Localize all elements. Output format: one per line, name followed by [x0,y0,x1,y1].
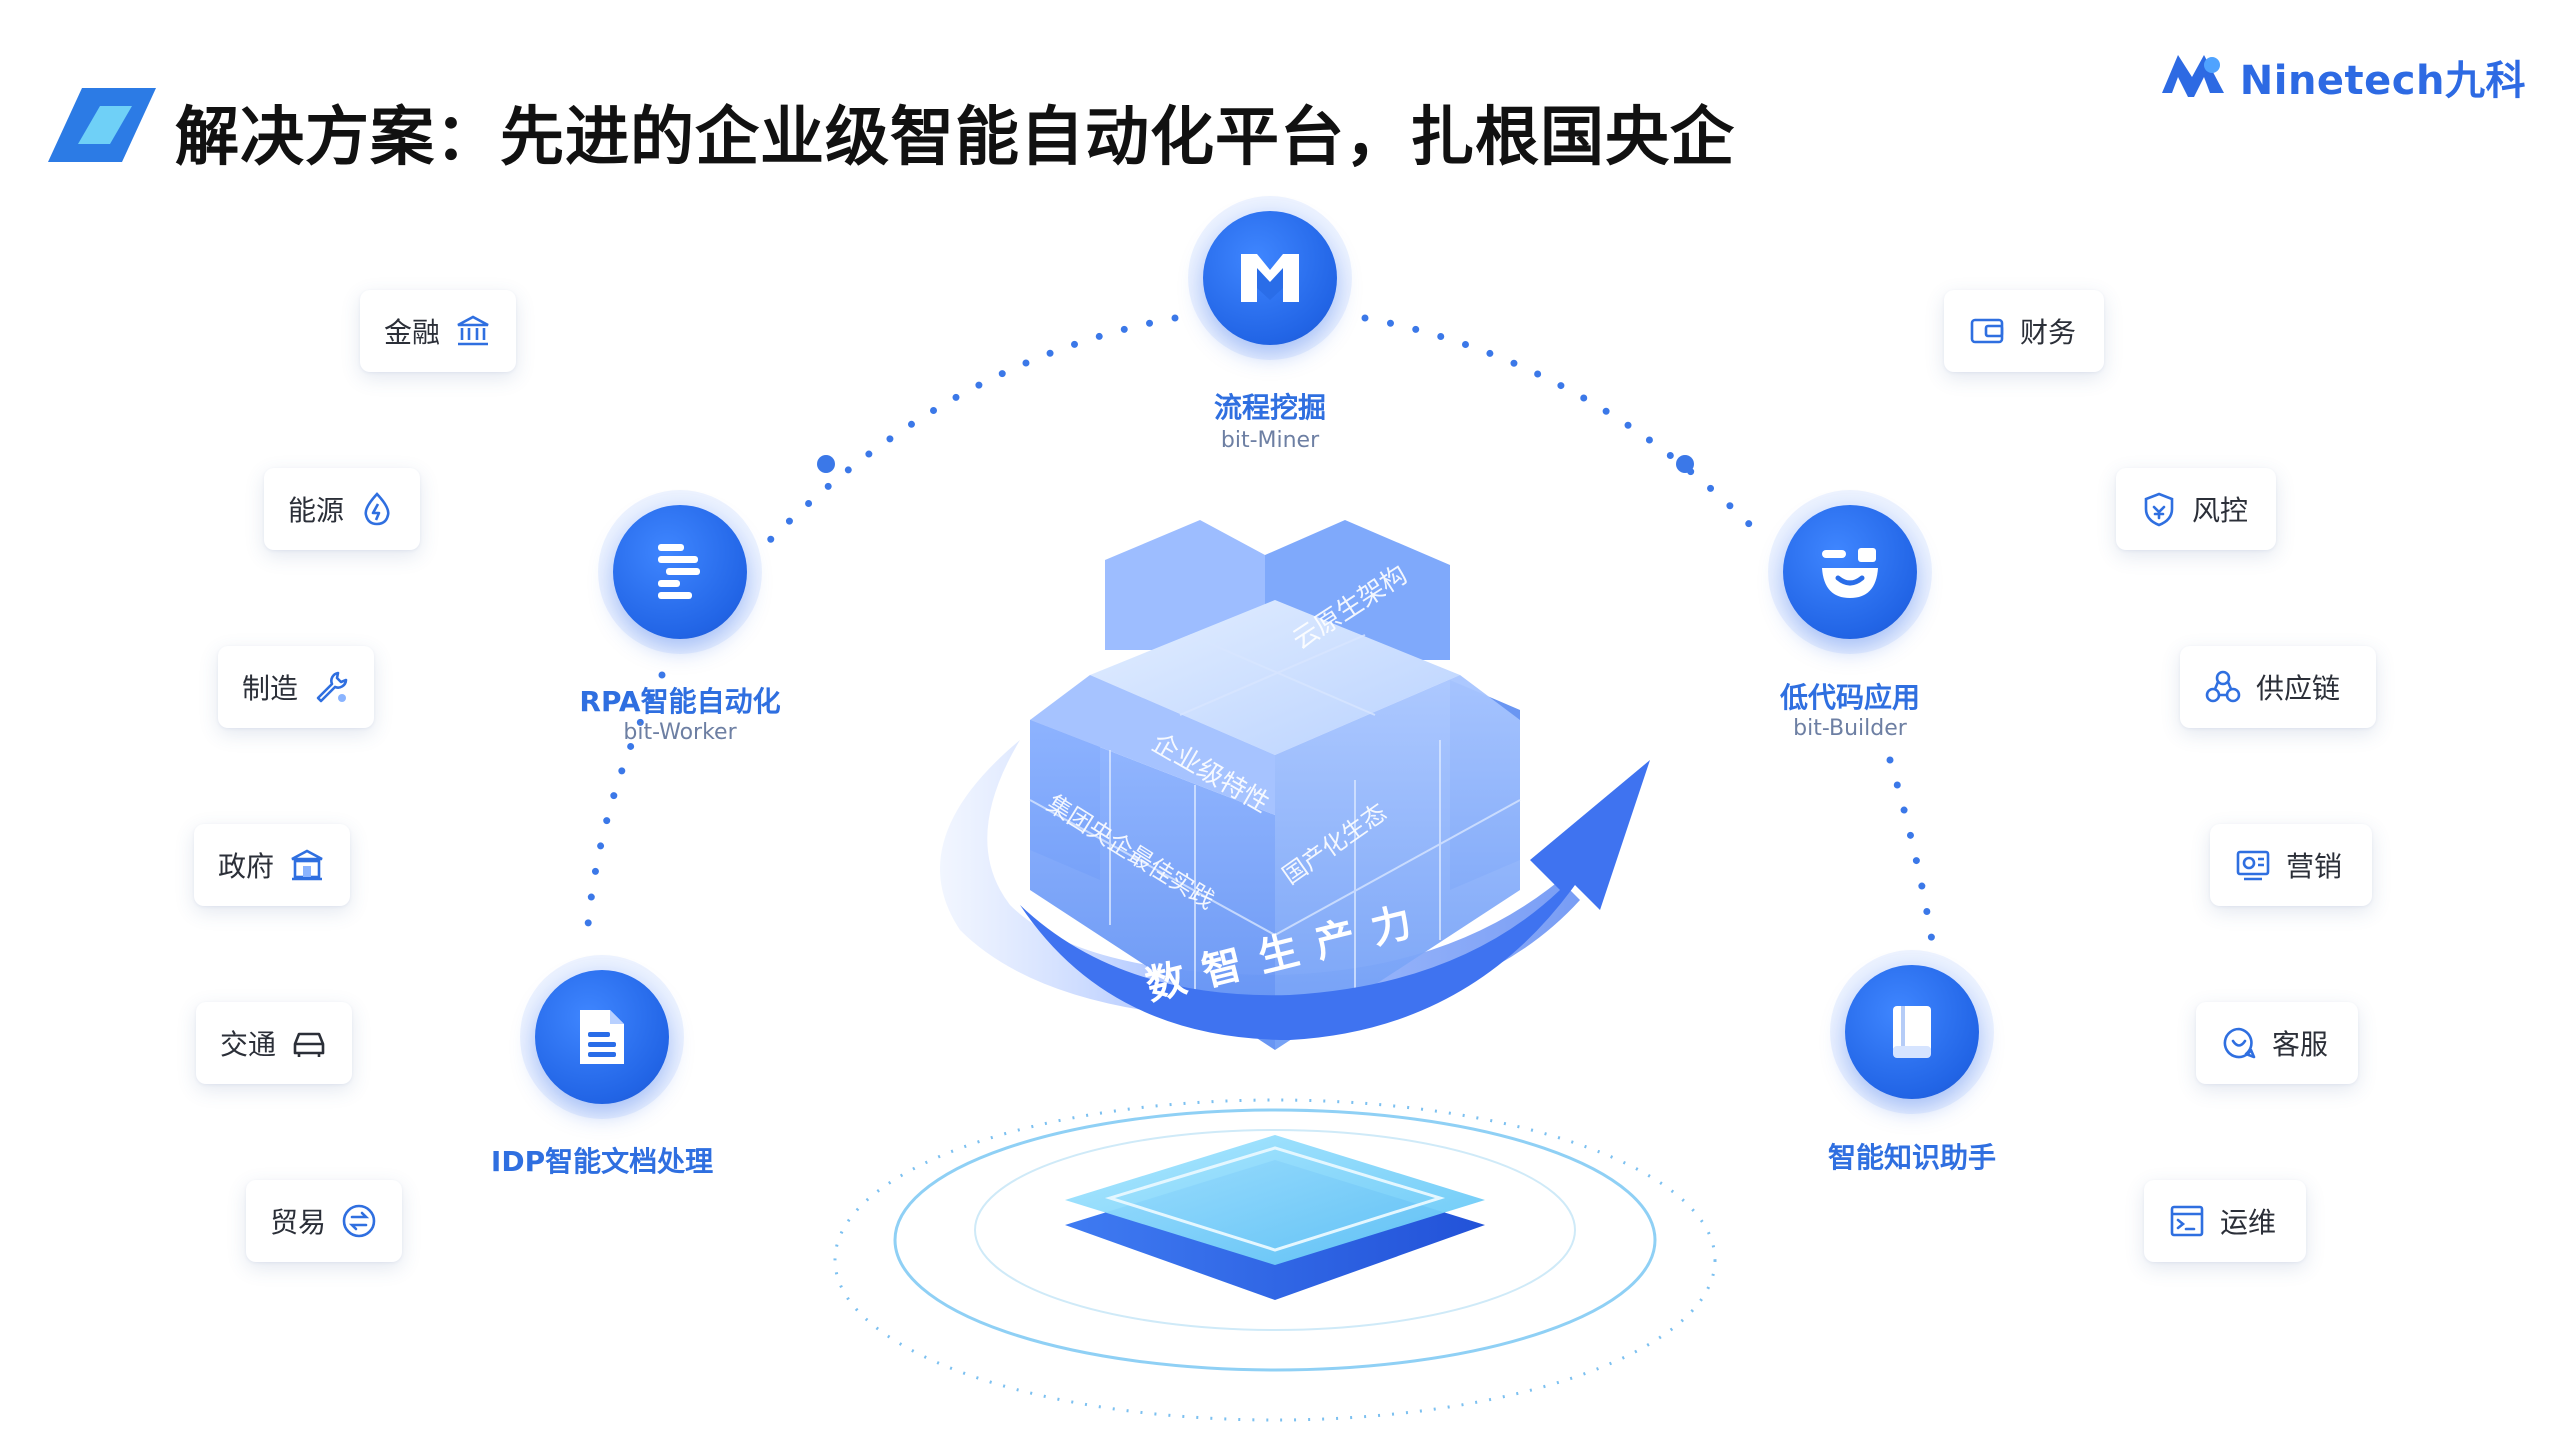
node-subtitle: bit-Worker [623,720,737,745]
connector-arc-right [1361,314,1939,964]
marketing-icon [2236,850,2270,881]
industry-card-manufacturing[interactable]: 制造 [218,646,374,728]
node-subtitle: bit-Miner [1220,428,1320,453]
industry-label: 贸易 [270,1206,327,1239]
industry-card-finance[interactable]: 金融 [360,290,516,372]
function-card-finance[interactable]: 财务 [1944,290,2104,372]
supply-chain-icon [2205,670,2241,703]
industry-card-trade[interactable]: 贸易 [246,1180,402,1262]
industry-card-transport[interactable]: 交通 [196,1002,352,1084]
government-building-icon [291,849,323,881]
exchange-icon [342,1204,376,1238]
base-platform [833,1098,1717,1422]
brand-logo: Ninetech九科 [2158,44,2526,110]
function-label: 客服 [2272,1028,2329,1061]
node-subtitle: bit-Builder [1793,716,1907,741]
ninetech-logo-icon [2161,55,2224,97]
connector-dot-left [817,455,835,473]
industry-label: 能源 [288,494,345,527]
function-card-risk-control[interactable]: 风控 [2116,468,2276,550]
document-icon [535,970,669,1104]
page-title: 解决方案：先进的企业级智能自动化平台，扎根国央企 [175,101,1735,175]
industry-label: 交通 [220,1028,277,1061]
productivity-arrow-tail [940,740,1580,1020]
miner-logo-icon [1203,211,1337,345]
car-icon [293,1032,325,1057]
title-accent-icon [48,88,156,162]
function-card-supply-chain[interactable]: 供应链 [2180,646,2376,728]
energy-drop-icon [364,492,390,526]
core-cube: 云原生架构 企业级特性 集团央企最佳实践 国产化生态 [1029,520,1521,1050]
function-label: 运维 [2220,1206,2277,1239]
industry-label: 制造 [242,672,299,705]
function-label: 供应链 [2256,672,2341,705]
node-title: IDP智能文档处理 [490,1145,714,1178]
function-label: 风控 [2192,494,2249,527]
terminal-icon [2170,1205,2204,1237]
function-card-marketing[interactable]: 营销 [2210,824,2372,906]
industry-card-energy[interactable]: 能源 [264,468,420,550]
node-title: 低代码应用 [1779,681,1921,714]
function-card-operations[interactable]: 运维 [2144,1180,2306,1262]
chat-heart-icon [2223,1027,2256,1059]
wallet-icon [1970,318,2004,344]
industry-label: 政府 [218,850,275,883]
smile-face-icon [1783,505,1917,639]
function-card-customer-service[interactable]: 客服 [2196,1002,2358,1084]
book-icon [1845,965,1979,1099]
bank-icon [457,315,489,346]
function-label: 营销 [2286,850,2343,883]
industry-card-government[interactable]: 政府 [194,824,350,906]
node-title: RPA智能自动化 [579,685,781,718]
list-icon [613,505,747,639]
node-title: 流程挖掘 [1213,391,1327,424]
function-label: 财务 [2020,316,2077,349]
connector-dot-right [1676,455,1694,473]
brand-name: Ninetech九科 [2239,58,2526,104]
industry-label: 金融 [384,316,441,349]
node-title: 智能知识助手 [1827,1141,1997,1174]
wrench-icon [316,671,348,703]
shield-icon [2144,492,2174,527]
